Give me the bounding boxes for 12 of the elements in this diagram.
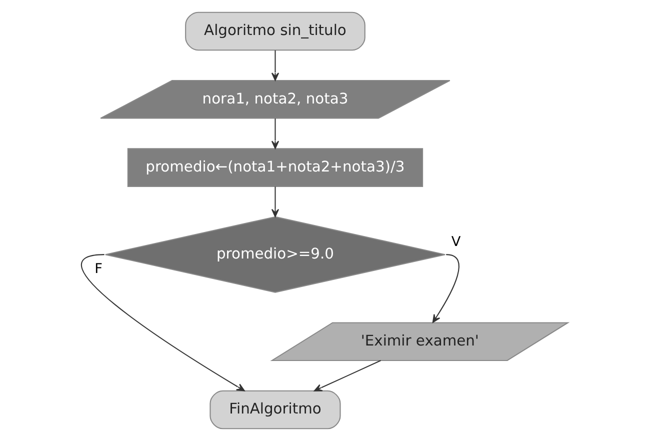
edge-label: V (450, 234, 460, 250)
node-box: promedio←(nota1+nota2+nota3)/3 (126, 148, 423, 187)
arrow (270, 50, 279, 81)
edge-label: F (94, 260, 102, 277)
node-diamond: promedio>=9.0 (104, 216, 446, 293)
node-box: Algoritmo sin_titulo (184, 12, 365, 51)
arrow (432, 254, 459, 323)
arrow (270, 118, 279, 149)
arrow (270, 186, 279, 218)
node-box: FinAlgoritmo (209, 390, 340, 430)
arrow (81, 254, 244, 392)
arrow (313, 360, 380, 392)
